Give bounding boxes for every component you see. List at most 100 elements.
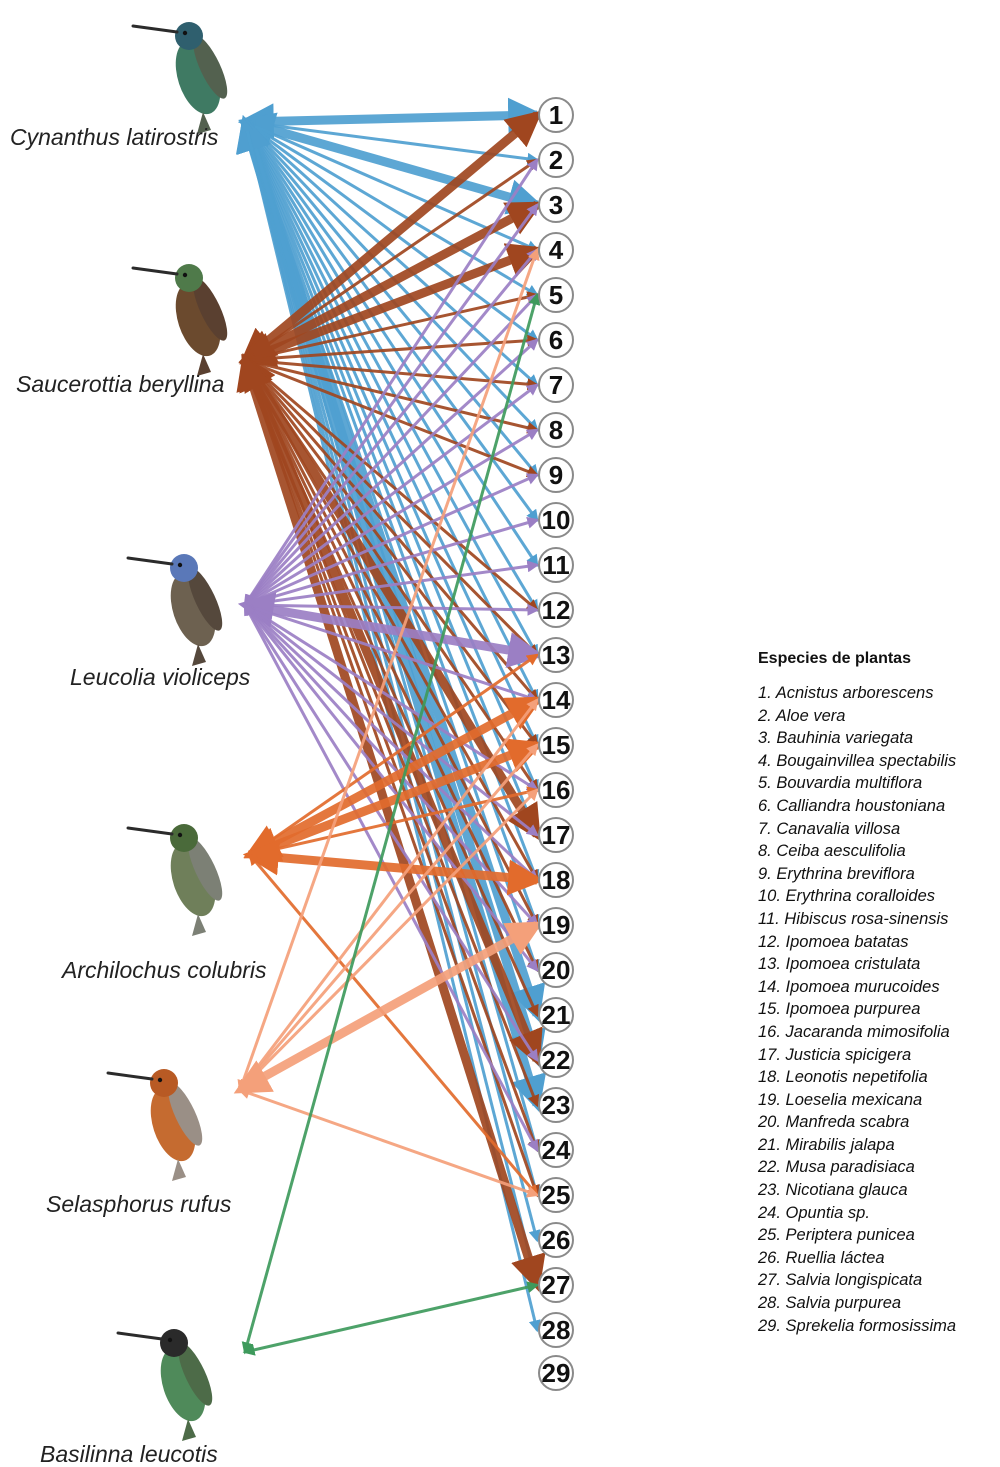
plant-node-circle bbox=[538, 907, 574, 943]
plant-node-number: 2 bbox=[549, 145, 563, 175]
plant-node: 5 bbox=[538, 277, 574, 313]
hummingbird-icon bbox=[116, 1329, 213, 1441]
legend-item: 2. Aloe vera bbox=[758, 706, 846, 725]
interaction-links bbox=[233, 97, 547, 1356]
plant-node-number: 17 bbox=[542, 820, 571, 850]
plant-node: 16 bbox=[538, 772, 574, 808]
plant-node-circle bbox=[538, 502, 574, 538]
plant-node-circle bbox=[538, 997, 574, 1033]
plant-node-circle bbox=[538, 1312, 574, 1348]
plant-node: 10 bbox=[538, 502, 574, 538]
plant-node: 4 bbox=[538, 232, 574, 268]
plant-node-number: 27 bbox=[542, 1270, 571, 1300]
hummingbird-icon bbox=[126, 824, 223, 936]
plant-node-circle bbox=[538, 232, 574, 268]
plant-node-number: 20 bbox=[542, 955, 571, 985]
legend-item: 13. Ipomoea cristulata bbox=[758, 955, 921, 974]
legend-item: 15. Ipomoea purpurea bbox=[758, 1000, 921, 1019]
plant-node: 12 bbox=[538, 592, 574, 628]
plant-node: 1 bbox=[538, 97, 574, 133]
plant-node-number: 29 bbox=[542, 1358, 571, 1388]
plant-legend: Especies de plantas 1. Acnistus arboresc… bbox=[758, 650, 998, 1337]
plant-node-number: 12 bbox=[542, 595, 571, 625]
plant-node-circle bbox=[538, 1177, 574, 1213]
bird-species-label: Saucerottia beryllina bbox=[16, 371, 224, 397]
plant-node: 23 bbox=[538, 1087, 574, 1123]
plant-node-circle bbox=[538, 727, 574, 763]
plant-node-number: 19 bbox=[542, 910, 571, 940]
plant-node: 2 bbox=[538, 142, 574, 178]
hummingbird-icon bbox=[126, 554, 223, 666]
plant-node-circle bbox=[538, 682, 574, 718]
plant-node-number: 4 bbox=[549, 235, 564, 265]
legend-item: 18. Leonotis nepetifolia bbox=[758, 1068, 928, 1087]
plant-node: 26 bbox=[538, 1222, 574, 1258]
plant-node-number: 13 bbox=[542, 640, 571, 670]
plant-node-circle bbox=[538, 187, 574, 223]
plant-node-circle bbox=[538, 952, 574, 988]
plant-node: 9 bbox=[538, 457, 574, 493]
legend-item: 5. Bouvardia multiflora bbox=[758, 774, 923, 793]
legend-item: 16. Jacaranda mimosifolia bbox=[758, 1022, 950, 1041]
plant-node-circle bbox=[538, 457, 574, 493]
plant-node-number: 7 bbox=[549, 370, 563, 400]
plant-node-number: 6 bbox=[549, 325, 563, 355]
plant-node-number: 28 bbox=[542, 1315, 571, 1345]
legend-item: 22. Musa paradisiaca bbox=[758, 1158, 915, 1177]
legend-item: 1. Acnistus arborescens bbox=[758, 684, 934, 702]
hummingbird-icon bbox=[106, 1069, 203, 1181]
plant-node: 21 bbox=[538, 997, 574, 1033]
plant-node-circle bbox=[538, 277, 574, 313]
hummingbird-icon bbox=[131, 264, 228, 376]
interaction-link bbox=[242, 1281, 540, 1356]
plant-node-number: 15 bbox=[542, 730, 571, 760]
plant-node-circle bbox=[538, 367, 574, 403]
plant-node: 27 bbox=[538, 1267, 574, 1303]
plant-node-circle bbox=[538, 817, 574, 853]
plant-node: 17 bbox=[538, 817, 574, 853]
plant-node-number: 24 bbox=[542, 1135, 571, 1165]
legend-item: 26. Ruellia láctea bbox=[758, 1248, 885, 1267]
legend-item: 19. Loeselia mexicana bbox=[758, 1090, 923, 1109]
plant-node-circle bbox=[538, 142, 574, 178]
bird-species-label: Leucolia violiceps bbox=[70, 664, 251, 690]
plant-node: 15 bbox=[538, 727, 574, 763]
plant-node-circle bbox=[538, 592, 574, 628]
plant-node: 3 bbox=[538, 187, 574, 223]
plant-node: 20 bbox=[538, 952, 574, 988]
legend-item: 10. Erythrina coralloides bbox=[758, 887, 936, 906]
legend-item: 28. Salvia purpurea bbox=[758, 1294, 902, 1313]
interaction-link bbox=[242, 839, 545, 896]
plant-node-circle bbox=[538, 1267, 574, 1303]
bird-species-label: Basilinna leucotis bbox=[40, 1441, 218, 1467]
plant-node: 22 bbox=[538, 1042, 574, 1078]
plant-node-number: 25 bbox=[542, 1180, 571, 1210]
legend-item: 9. Erythrina breviflora bbox=[758, 864, 915, 883]
plant-node: 19 bbox=[538, 907, 574, 943]
plant-node-circle bbox=[538, 772, 574, 808]
legend-item: 14. Ipomoea murucoides bbox=[758, 977, 940, 996]
plant-node-circle bbox=[538, 412, 574, 448]
legend-title: Especies de plantas bbox=[758, 650, 911, 667]
legend-item: 17. Justicia spicigera bbox=[758, 1045, 912, 1064]
plant-node: 13 bbox=[538, 637, 574, 673]
plant-node-circle bbox=[538, 97, 574, 133]
plant-node: 29 bbox=[538, 1355, 574, 1391]
legend-item: 20. Manfreda scabra bbox=[758, 1113, 910, 1132]
plant-node-number: 16 bbox=[542, 775, 571, 805]
bird-species-label: Cynanthus latirostris bbox=[10, 124, 219, 150]
plant-node-circle bbox=[538, 1087, 574, 1123]
plant-node-circle bbox=[538, 637, 574, 673]
plant-node-number: 5 bbox=[549, 280, 563, 310]
plant-node: 6 bbox=[538, 322, 574, 358]
plant-node: 24 bbox=[538, 1132, 574, 1168]
legend-item: 29. Sprekelia formosissima bbox=[758, 1316, 957, 1335]
legend-item: 4. Bougainvillea spectabilis bbox=[758, 751, 957, 770]
plant-node-circle bbox=[538, 1355, 574, 1391]
legend-item: 7. Canavalia villosa bbox=[758, 819, 901, 838]
legend-item: 21. Mirabilis jalapa bbox=[758, 1135, 895, 1154]
legend-item: 23. Nicotiana glauca bbox=[758, 1181, 908, 1200]
plant-node-number: 14 bbox=[542, 685, 571, 715]
legend-item: 27. Salvia longispicata bbox=[758, 1271, 923, 1290]
